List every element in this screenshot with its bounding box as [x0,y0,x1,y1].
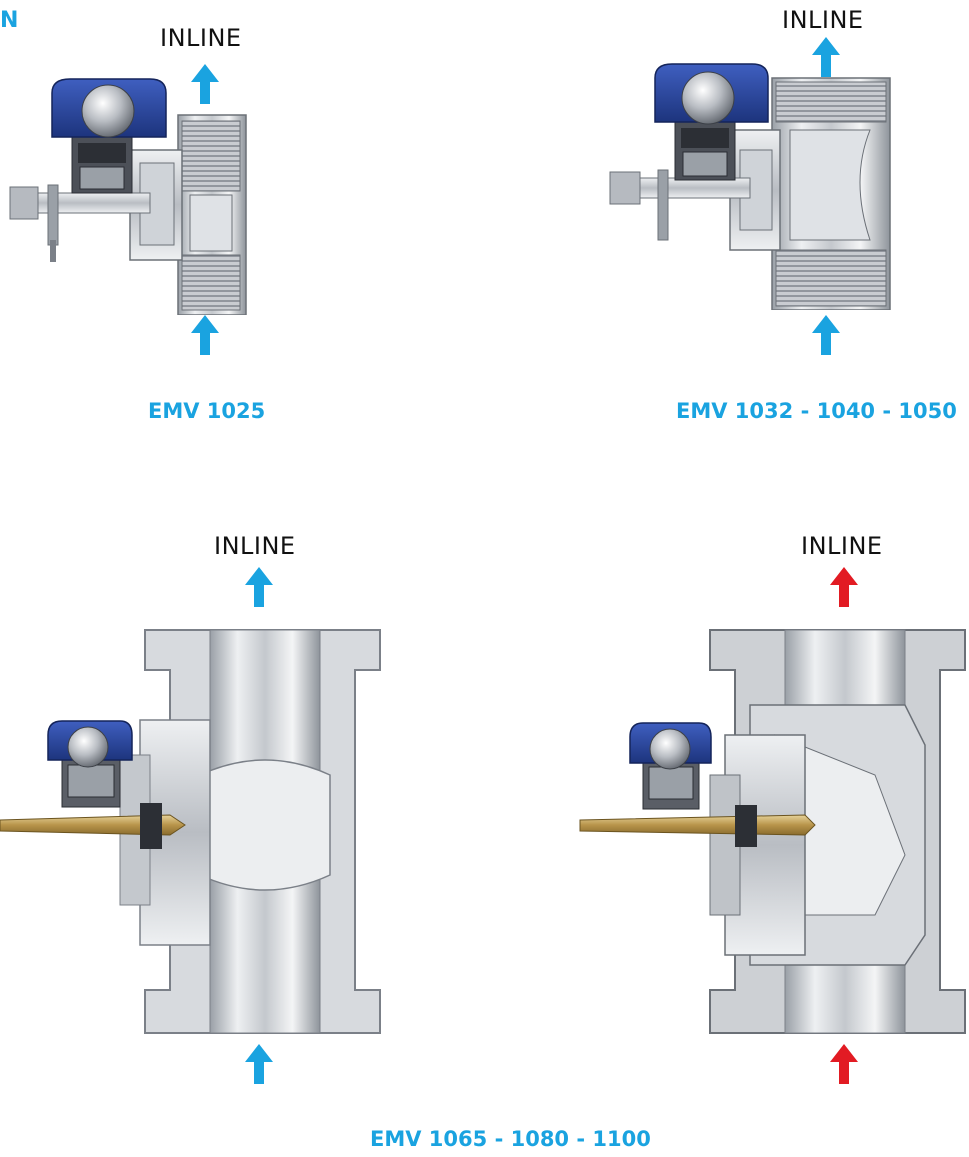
arrow-up-red-icon [830,1044,858,1084]
valve-diagram-emv1065-blue [0,629,381,1034]
inline-label-large-right: INLINE [801,532,883,560]
arrow-up-blue-icon [245,1044,273,1084]
model-label-emv1065: EMV 1065 - 1080 - 1100 [370,1127,651,1151]
model-label-emv1032: EMV 1032 - 1040 - 1050 [676,399,957,423]
inline-label-small: INLINE [160,24,242,52]
arrow-up-red-icon [830,567,858,607]
corner-letter: N [0,8,19,33]
arrow-up-blue-icon [812,315,840,355]
arrow-up-blue-icon [245,567,273,607]
valve-diagram-emv1025 [9,78,247,315]
model-label-emv1025: EMV 1025 [148,399,266,423]
arrow-up-blue-icon [191,315,219,355]
inline-label-medium: INLINE [782,6,864,34]
inline-label-large-left: INLINE [214,532,296,560]
arrow-up-blue-icon [191,64,219,104]
valve-diagram-emv1065-red [579,629,966,1034]
arrow-up-blue-icon [812,37,840,77]
valve-diagram-emv1032 [609,63,891,310]
